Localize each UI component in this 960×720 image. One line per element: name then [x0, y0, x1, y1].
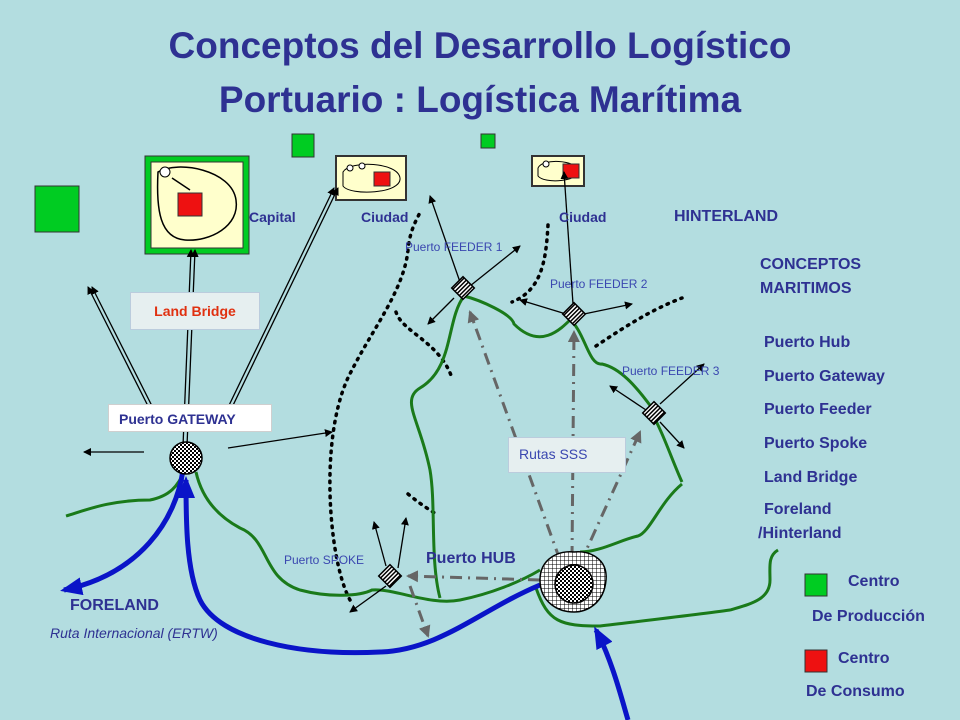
concepto-item: Foreland [764, 501, 832, 518]
label-ciudad-2: Ciudad [559, 209, 607, 225]
label-hinterland: HINTERLAND [674, 208, 778, 225]
label-ciudad-1: Ciudad [361, 209, 409, 225]
concepto-item: Puerto Feeder [764, 401, 872, 418]
page-title-line1: Conceptos del Desarrollo Logístico [168, 25, 792, 66]
legend-production-line1: Centro [848, 573, 900, 590]
port-feeder1-symbol [450, 275, 476, 301]
concepto-item: Puerto Spoke [764, 435, 868, 452]
port-spoke-symbol [377, 563, 403, 589]
production-center-top1 [291, 133, 315, 158]
label-ruta-internacional: Ruta Internacional (ERTW) [50, 625, 218, 641]
label-hub: Puerto HUB [426, 550, 516, 567]
legend-production-square [804, 573, 828, 597]
port-hub-symbol [539, 550, 607, 613]
concepto-item: Puerto Gateway [764, 368, 885, 385]
gateway-box: Puerto GATEWAY [108, 404, 272, 432]
legend-consumption-line1: Centro [838, 650, 890, 667]
label-capital: Capital [249, 209, 296, 225]
production-center-left [34, 185, 80, 233]
city-map-1 [335, 155, 407, 201]
legend-consumption-square [804, 649, 828, 673]
concepto-item: /Hinterland [758, 525, 842, 542]
label-spoke: Puerto SPOKE [284, 553, 365, 567]
gateway-arrows [83, 187, 339, 456]
legend-production-line2: De Producción [812, 608, 925, 625]
conceptos-heading-1: CONCEPTOS [760, 256, 862, 273]
land-routes [65, 294, 779, 628]
concepto-item: Puerto Hub [764, 334, 851, 351]
port-feeder3-symbol [641, 400, 667, 426]
port-gateway-symbol [169, 441, 203, 475]
sea-routes [60, 469, 631, 720]
label-feeder-3: Puerto FEEDER 3 [622, 364, 720, 378]
land-bridge-box: Land Bridge [130, 292, 260, 330]
production-center-top2 [480, 133, 496, 149]
conceptos-heading-2: MARITIMOS [760, 280, 852, 297]
rutas-sss-box: Rutas SSS [508, 437, 626, 473]
label-foreland: FORELAND [70, 597, 159, 614]
label-feeder-1: Puerto FEEDER 1 [405, 240, 503, 254]
capital-city-map [144, 155, 250, 255]
legend-consumption-line2: De Consumo [806, 683, 905, 700]
dotted-land-routes [328, 210, 684, 602]
port-feeder2-symbol [561, 301, 587, 327]
feeder-arrows [349, 171, 705, 613]
city-map-2 [531, 155, 585, 187]
concepto-item: Land Bridge [764, 469, 858, 486]
page-title-line2: Portuario : Logística Marítima [218, 79, 742, 120]
label-feeder-2: Puerto FEEDER 2 [550, 277, 648, 291]
